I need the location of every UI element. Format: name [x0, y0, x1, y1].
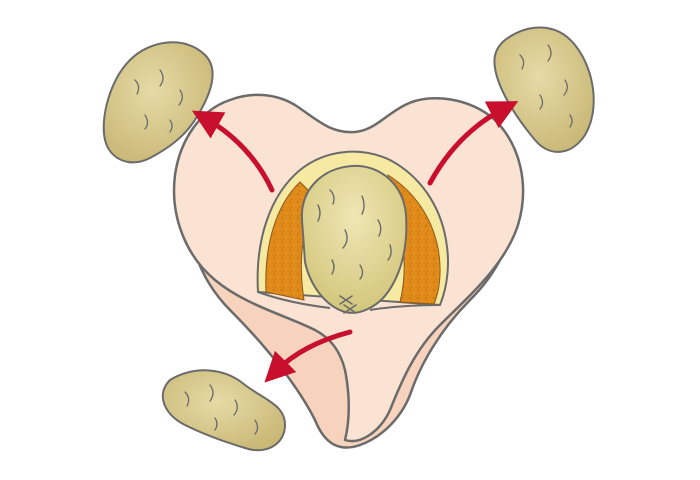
pulp-fragment-top-left: [102, 41, 214, 164]
arrow-to-top-left: [191, 110, 275, 193]
pulp-tissue-in-chamber: [300, 164, 408, 314]
pulp-fragment-bottom-left: [161, 369, 287, 452]
arrow-to-top-right: [427, 101, 519, 186]
chamber-left-edge: [257, 291, 331, 309]
arrow-to-bottom-left: [264, 329, 353, 383]
pulp-texture: [317, 189, 392, 280]
pulp-fragment-top-right: [493, 26, 595, 153]
canal-cross-marks: [339, 295, 357, 314]
chamber-right-edge: [369, 304, 441, 311]
